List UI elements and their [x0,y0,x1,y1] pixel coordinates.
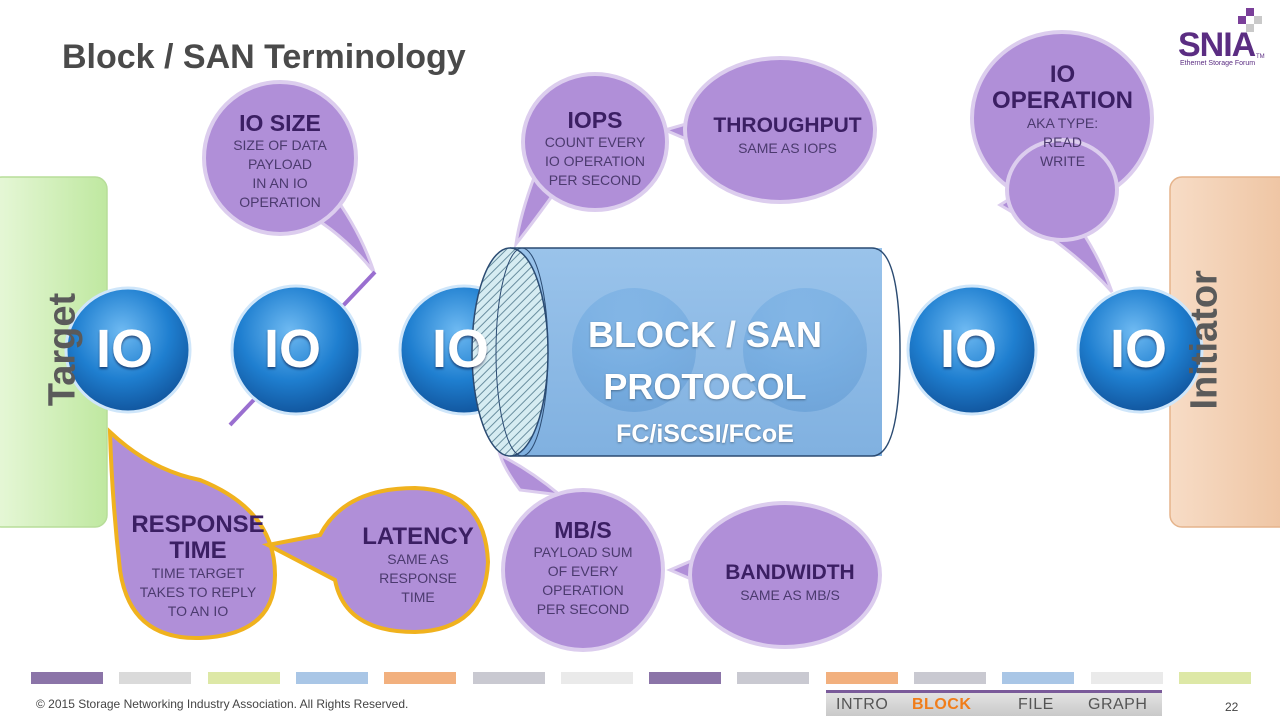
bandwidth-line: SAME AS MB/S [740,587,840,603]
target-label: Target [41,292,84,407]
response-time-bubble [107,427,491,641]
footer-color-bar [1002,672,1075,684]
footer-color-bar [560,672,633,684]
io-label-6: IO [940,319,998,379]
latency-line: TIME [401,589,435,605]
io-operation-title-1: IO [1049,61,1076,88]
iops-title: IOPS [567,107,623,133]
mbs-line: OPERATION [542,582,624,598]
initiator-label: Initiator [1183,270,1226,410]
footer-color-bar [295,672,368,684]
snia-logo-mark [1238,8,1262,32]
iops-line: PER SECOND [548,172,642,188]
throughput-title: THROUGHPUT [713,114,862,137]
iops-line: COUNT EVERY [544,134,646,150]
section-nav: INTRO BLOCK FILE GRAPH [826,690,1162,716]
iops-bubble: IOPS COUNT EVERY IO OPERATION PER SECOND [525,107,665,190]
bubble-shapes [202,30,1154,652]
io-size-line: OPERATION [239,194,321,210]
nav-intro[interactable]: INTRO [836,696,889,713]
protocol-line-2: PROTOCOL [603,366,807,407]
bandwidth-bubble: BANDWIDTH SAME AS MB/S [700,560,880,605]
footer-color-bar [31,672,103,684]
nav-file[interactable]: FILE [1018,696,1054,713]
page-title: Block / SAN Terminology [62,38,466,76]
io-operation-title-2: OPERATION [992,87,1133,114]
mbs-title: MB/S [554,517,612,543]
throughput-line: SAME AS IOPS [738,140,837,156]
iops-line: IO OPERATION [544,153,646,169]
mbs-bubble: MB/S PAYLOAD SUM OF EVERY OPERATION PER … [513,517,653,619]
footer-color-bar [737,672,810,684]
response-time-line: TIME TARGET [151,565,245,581]
nav-block[interactable]: BLOCK [912,696,972,713]
footer-color-bar [119,672,192,684]
io-label-2: IO [264,319,322,379]
response-time-line: TAKES TO REPLY [139,584,257,600]
snia-logo: SNIA TM Ethernet Storage Forum [1176,8,1268,70]
response-time-text: RESPONSE TIME TIME TARGET TAKES TO REPLY… [118,512,278,621]
io-operation-line: READ [1043,134,1082,150]
mbs-line: PER SECOND [536,601,630,617]
io-operation-bubble: IO OPERATION AKA TYPE: READ WRITE [975,62,1150,171]
io-size-line: PAYLOAD [247,156,313,172]
io-operation-line: WRITE [1039,153,1086,169]
io-label-7: IO [1110,319,1168,379]
mbs-line: PAYLOAD SUM [533,544,633,560]
footer-color-bar [1178,672,1251,684]
footer-color-bar [649,672,722,684]
response-time-title-1: RESPONSE [131,511,265,538]
response-time-title-2: TIME [169,537,227,564]
snia-logo-tm: TM [1256,54,1265,60]
io-operation-line: AKA TYPE: [1026,115,1099,131]
mbs-line: OF EVERY [547,563,619,579]
io-size-line: SIZE OF DATA [233,137,327,153]
footer-color-bar [207,672,280,684]
protocol-line-1: BLOCK / SAN [588,314,822,355]
response-time-line: TO AN IO [167,603,229,619]
protocol-line-3: FC/iSCSI/FCoE [616,420,794,448]
footer-color-bar [825,672,898,684]
io-label-3: IO [432,319,490,379]
footer-color-bar [384,672,457,684]
io-size-title: IO SIZE [239,110,321,136]
protocol-pipe [471,247,901,457]
footer-color-bar [472,672,545,684]
snia-logo-sub: Ethernet Storage Forum [1180,60,1256,67]
io-size-line: IN AN IO [252,175,308,191]
snia-logo-text: SNIA [1178,26,1256,64]
bandwidth-title: BANDWIDTH [725,561,855,584]
latency-title: LATENCY [362,523,474,550]
page-number: 22 [1225,700,1239,714]
latency-line: SAME AS [387,551,449,567]
nav-graph[interactable]: GRAPH [1088,696,1148,713]
latency-bubble: LATENCY SAME AS RESPONSE TIME [348,524,488,607]
footer-color-bar [1090,672,1163,684]
io-label-1: IO [96,319,154,379]
latency-line: RESPONSE [379,570,457,586]
copyright-text: © 2015 Storage Networking Industry Assoc… [36,697,409,711]
io-size-bubble: IO SIZE SIZE OF DATA PAYLOAD IN AN IO OP… [205,110,355,212]
throughput-bubble: THROUGHPUT SAME AS IOPS [695,113,880,158]
footer-color-bar [914,672,986,684]
